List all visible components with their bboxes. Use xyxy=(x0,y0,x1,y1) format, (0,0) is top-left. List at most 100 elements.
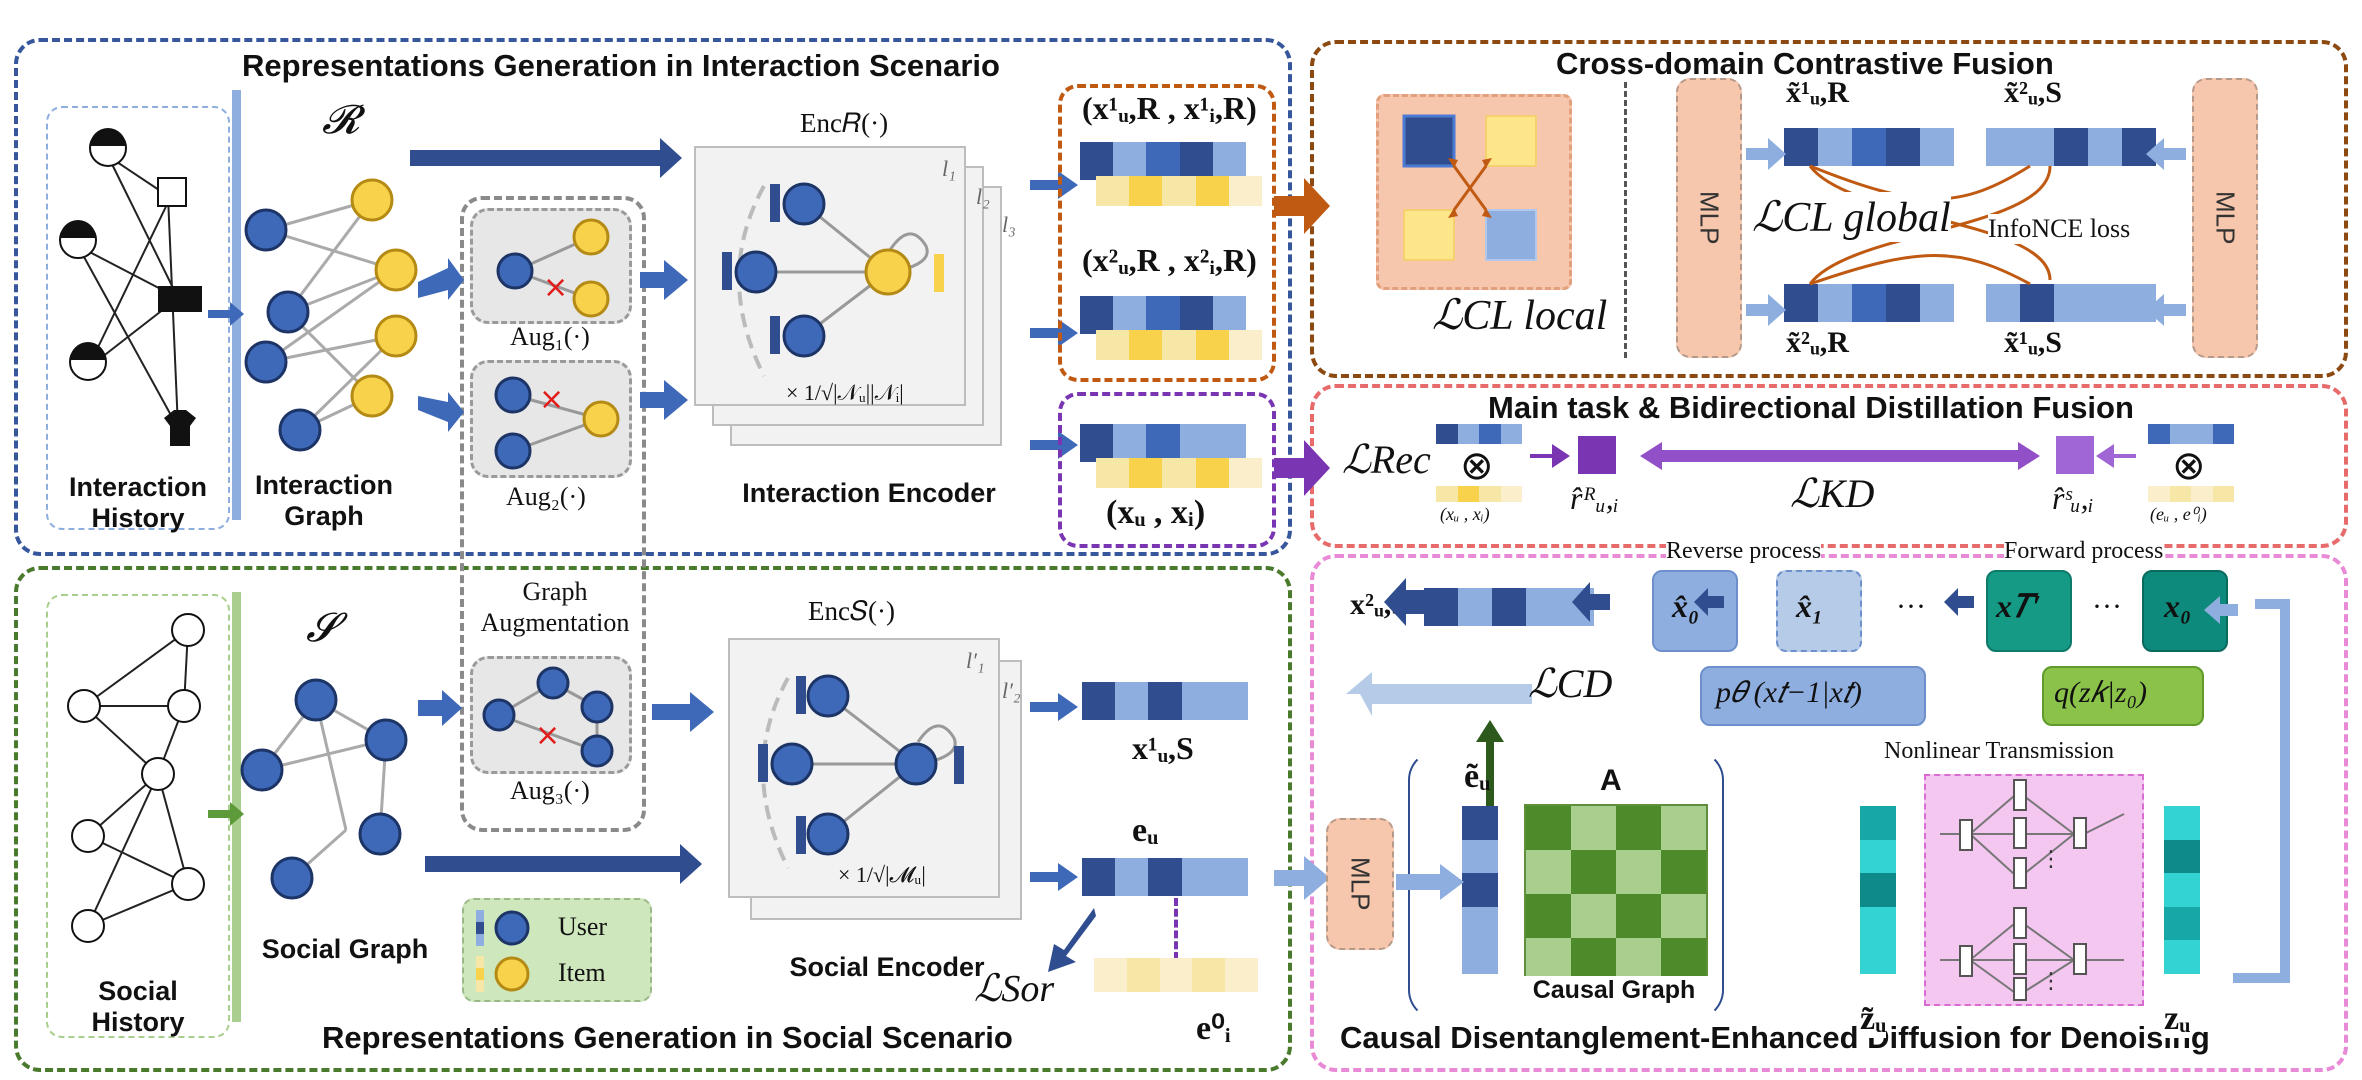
flow-arrows-left xyxy=(410,138,1096,972)
xt2-us-stripe xyxy=(1986,128,2156,166)
e-u-stripe xyxy=(1082,858,1248,896)
shirt-icon xyxy=(164,410,196,446)
aug2-label: Aug₂(·) xyxy=(506,482,586,511)
main-task-title: Main task & Bidirectional Distillation F… xyxy=(1484,390,2138,426)
main-left-user-stripe xyxy=(1436,424,1522,444)
z-tilde-u-stripe xyxy=(1860,806,1896,974)
interaction-graph-label: Interaction Graph xyxy=(254,470,394,532)
person-icon xyxy=(171,867,205,901)
interaction-history-panel: Interaction History xyxy=(46,106,230,533)
causal-graph-matrix xyxy=(1524,804,1708,984)
nonlinear-label: Nonlinear Transmission xyxy=(1884,738,2115,764)
enc-s-graph xyxy=(758,674,964,869)
person-icon xyxy=(141,757,175,791)
layer-l2: l₂ xyxy=(976,184,990,209)
user-node xyxy=(270,856,314,900)
social-divider-bar xyxy=(232,592,241,1022)
x-item-stripe xyxy=(1096,458,1262,488)
r-symbol: 𝓡 xyxy=(322,97,360,142)
xt1-us-label: x̃¹ᵤ,S xyxy=(2004,326,2062,359)
person-icon xyxy=(67,689,101,723)
l-local-label: ℒCL local xyxy=(1432,290,1607,340)
norm-s: × 1/√|𝓜ᵤ| xyxy=(838,862,926,887)
cut-edge-x: × xyxy=(543,270,568,305)
e-i0-stripe xyxy=(1094,958,1258,992)
e-u-dashed-link xyxy=(1174,898,1178,960)
item-node xyxy=(374,314,418,358)
xt2-ur-stripe xyxy=(1784,284,1954,322)
xt1-us-stripe xyxy=(1986,284,2156,322)
x2-user-stripe xyxy=(1080,296,1246,334)
mlp-right: MLP xyxy=(2192,78,2258,358)
otimes-left: ⊗ xyxy=(1460,443,1494,488)
z-u-stripe xyxy=(2164,806,2200,974)
keyboard-icon xyxy=(158,286,202,312)
x2-pair-label: (x²ᵤ,R , x²ᵢ,R) xyxy=(1082,242,1257,279)
cross-domain-title: Cross-domain Contrastive Fusion xyxy=(1552,46,2058,82)
enc-r-graph xyxy=(722,182,944,377)
aug2-panel: × xyxy=(470,360,632,478)
mlp-arrow xyxy=(1396,864,1464,900)
x1-hat-box xyxy=(1776,570,1862,652)
l-kd-label: ℒKD xyxy=(1790,471,1875,516)
x2-item-stripe xyxy=(1096,330,1262,360)
r-hat-r-square xyxy=(1578,436,1616,474)
pair-right-label: (eᵤ , e⁰ᵢ) xyxy=(2150,504,2207,524)
person-icon xyxy=(59,128,127,381)
e-tilde-u-stripe xyxy=(1462,806,1498,974)
forward-process-label: Forward process xyxy=(2004,538,2164,565)
l-global-label: ℒCL global xyxy=(1752,192,1951,242)
interaction-graph xyxy=(244,178,418,452)
x1-us-label: x¹ᵤ,S xyxy=(1132,730,1194,766)
r-hat-s-label: r̂ˢᵤ,ᵢ xyxy=(2052,480,2094,516)
fusion-arrows xyxy=(1274,178,1330,900)
reverse-process-label: Reverse process xyxy=(1666,538,1822,565)
main-right-user-stripe xyxy=(2148,424,2234,444)
interaction-encoder-label: Interaction Encoder xyxy=(742,478,996,508)
cut-edge-x: × xyxy=(535,718,560,753)
item-node xyxy=(374,248,418,292)
aug1-panel: × xyxy=(470,208,632,324)
aug2-graph: × xyxy=(494,376,620,470)
infonce-label: InfoNCE loss xyxy=(1988,214,2131,244)
interaction-scenario-title: Representations Generation in Interactio… xyxy=(238,48,1004,84)
l-local-text: ℒCL local xyxy=(1432,293,1608,339)
l-cd-label: ℒCD xyxy=(1528,661,1613,706)
history-arrows xyxy=(208,302,244,826)
x1-us-stripe xyxy=(1082,682,1248,720)
dots-left: ··· xyxy=(1896,590,1926,623)
user-node xyxy=(358,812,402,856)
xT-label: x𝑇′ xyxy=(1996,588,2042,624)
user-node xyxy=(294,678,338,722)
diffusion-frame xyxy=(1310,554,2348,1072)
main-left-item-stripe xyxy=(1436,486,1522,502)
z-u-label: zᵤ xyxy=(2164,1000,2191,1038)
xT-box xyxy=(1986,570,2072,652)
interaction-emb-frame xyxy=(1058,84,1276,382)
p-theta-label: p𝜃 (x𝑡−1|x𝑡) xyxy=(1716,676,1862,709)
z-tilde-u-label: z̃ᵤ xyxy=(1860,1000,1887,1038)
user-node xyxy=(244,208,288,252)
layer-l1: l₁ xyxy=(942,156,956,181)
x-pair-label: (xᵤ , xᵢ) xyxy=(1106,494,1206,532)
cut-edge-x: × xyxy=(539,382,564,417)
interaction-history-label: Interaction History xyxy=(68,472,208,534)
interaction-scenario-frame xyxy=(14,38,1292,556)
l-global-text: ℒCL global xyxy=(1752,195,1951,241)
xt2-ur-label: x̃²ᵤ,R xyxy=(1786,326,1849,359)
svg-text:⋮: ⋮ xyxy=(2040,969,2062,994)
layer-l3: l₃ xyxy=(1002,212,1016,237)
s-symbol: 𝓢 xyxy=(306,605,337,650)
l-sor-label: ℒSor xyxy=(974,968,1055,1010)
legend-box: User Item xyxy=(462,898,652,1002)
aug3-panel: × xyxy=(470,656,632,774)
graph-augmentation-label: Graph Augmentation xyxy=(470,576,640,639)
otimes-right: ⊗ xyxy=(2172,443,2206,488)
local-cl-graphic xyxy=(1402,114,1537,261)
pair-left-label: (xᵤ , xᵢ) xyxy=(1440,504,1490,524)
person-icon xyxy=(71,819,105,853)
x1-pair-label: (x¹ᵤ,R , x¹ᵢ,R) xyxy=(1082,90,1257,127)
e-u-label: eᵤ xyxy=(1132,812,1159,849)
enc-s-label: Enc𝑆(·) xyxy=(808,596,895,626)
user-node xyxy=(278,408,322,452)
